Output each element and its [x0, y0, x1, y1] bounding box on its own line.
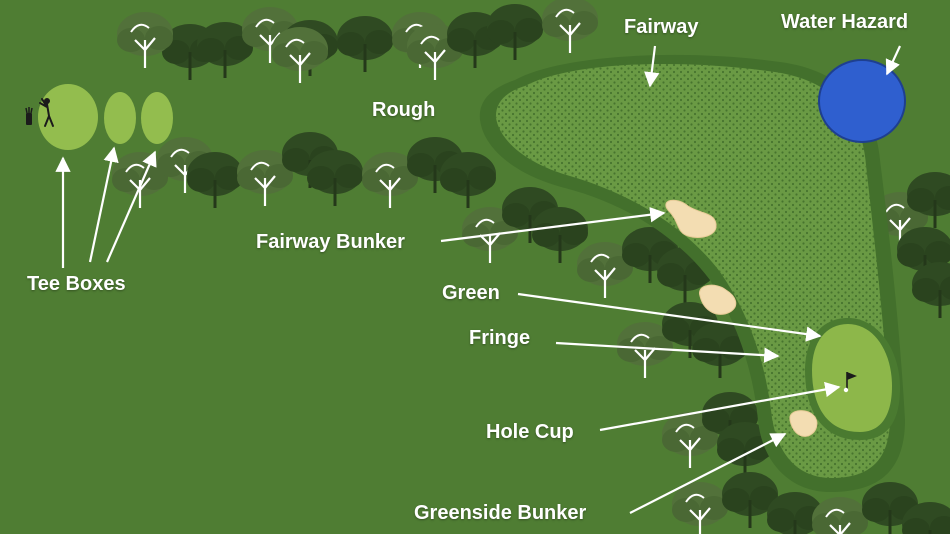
label-fairway: Fairway: [624, 16, 699, 38]
golfer-icon: [39, 98, 54, 127]
annotation-arrows: [55, 45, 901, 514]
label-fringe: Fringe: [469, 327, 531, 349]
arrow-greenside-bunker: [629, 433, 787, 514]
tee-box-middle: [104, 92, 136, 144]
water-hazard: [818, 59, 906, 143]
arrow-hole-cup: [599, 381, 841, 432]
label-green: Green: [442, 282, 500, 304]
label-fairway-bunker: Fairway Bunker: [256, 231, 405, 253]
arrow-green: [517, 292, 822, 342]
tee-box-back: [38, 84, 98, 150]
tee-box-front: [141, 92, 173, 144]
arrow-tee-box-front: [105, 150, 157, 263]
arrow-fringe: [555, 341, 780, 363]
label-hole-cup: Hole Cup: [486, 421, 574, 443]
label-rough: Rough: [372, 99, 436, 121]
fairway-texture: [495, 63, 890, 479]
label-water-hazard: Water Hazard: [781, 11, 909, 33]
label-greenside-bunker: Greenside Bunker: [414, 502, 587, 524]
arrow-fairway: [644, 45, 660, 88]
golf-bag-icon: [25, 107, 33, 125]
greenside-bunker: [789, 410, 818, 437]
arrow-fairway-bunker: [440, 207, 666, 243]
flag-icon: [846, 372, 857, 389]
hole-cup: [843, 387, 849, 393]
label-tee-boxes: Tee Boxes: [27, 273, 126, 295]
arrow-tee-box-middle: [88, 146, 119, 263]
fairway-bunker-1: [665, 199, 717, 238]
arrow-water-hazard: [885, 45, 901, 76]
fairway-bunker-2: [699, 284, 737, 315]
